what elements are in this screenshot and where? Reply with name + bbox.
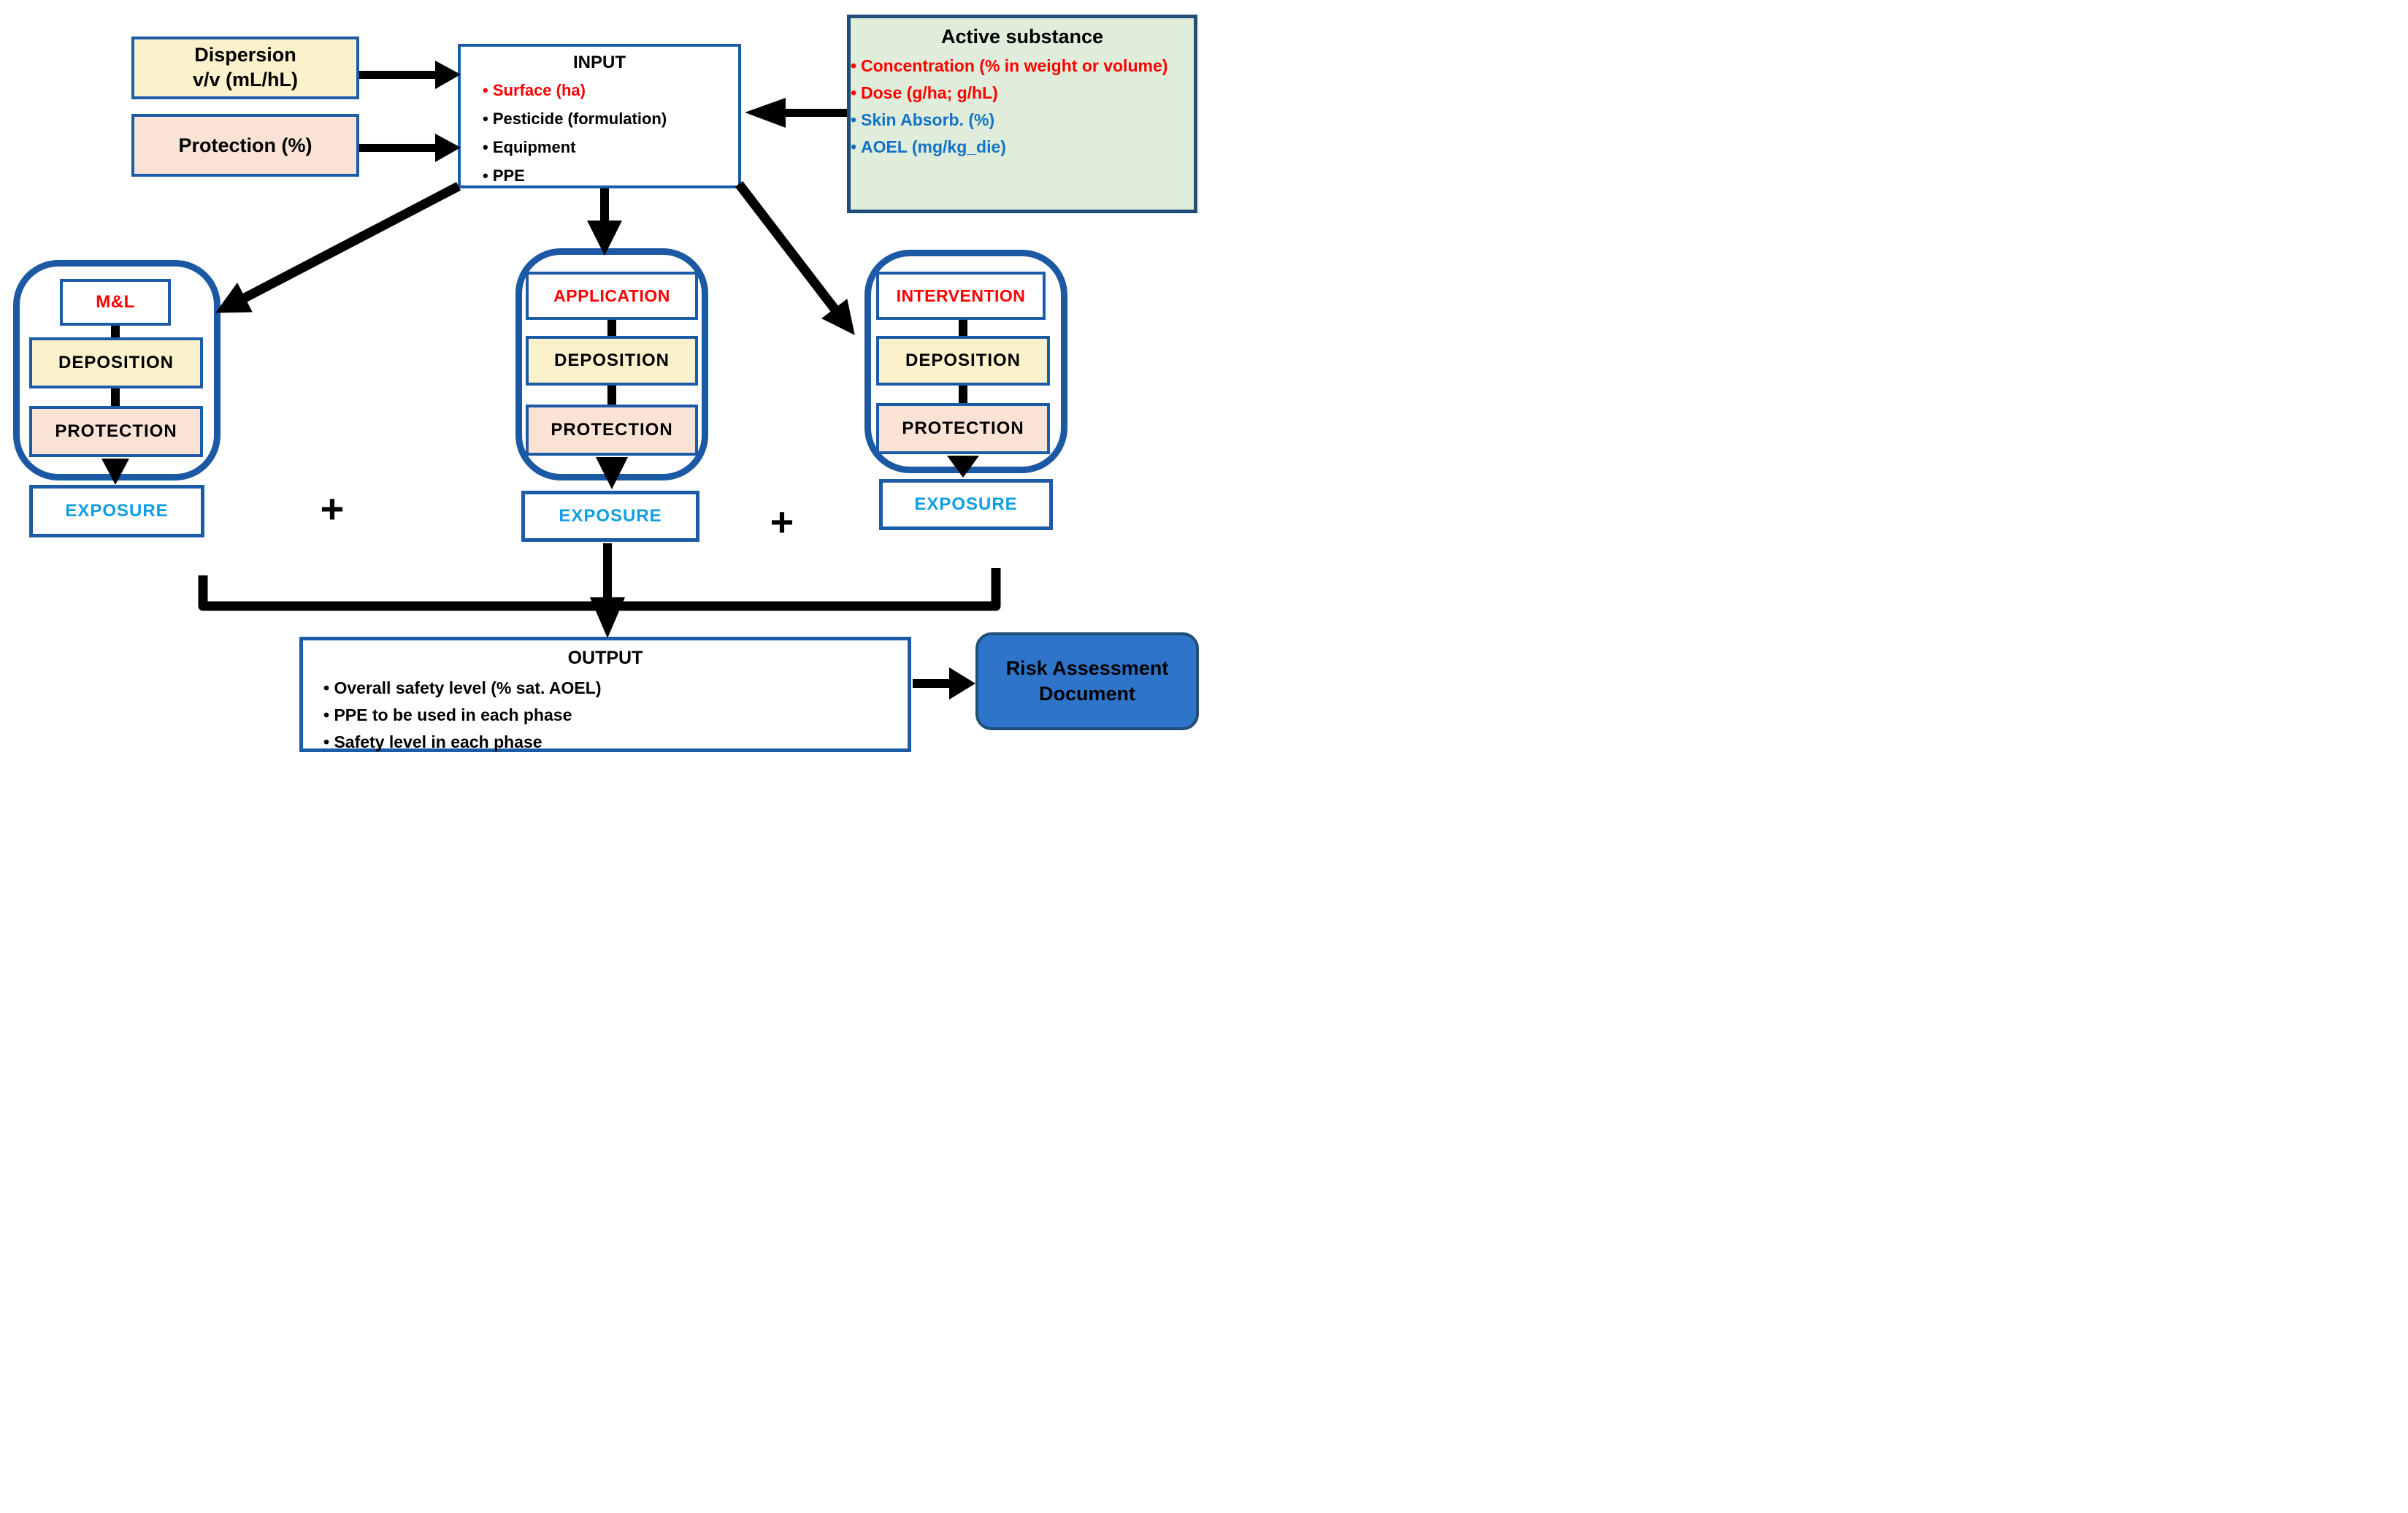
input-item-ppe: • PPE [483,161,667,190]
arrow-protection-to-input [359,134,461,162]
plus-operator-left: + [320,486,345,532]
risk-assessment-flow-diagram: Dispersion v/v (mL/hL) Protection (%) IN… [0,0,1204,756]
active-substance-title: Active substance [940,26,1104,47]
output-item-ppe: • PPE to be used in each phase [323,702,601,729]
deposition-box-intervention: DEPOSITION [876,336,1050,386]
output-box: OUTPUT • Overall safety level (% sat. AO… [299,637,911,752]
exposure-box-application: EXPOSURE [521,491,699,542]
bracket-join-exposures [198,568,1001,611]
active-item-concentration: •Concentration (% in weight or volume) [851,56,1168,75]
phase-title-ml: M&L [60,279,171,326]
phase-title-application: APPLICATION [526,272,698,320]
input-box: INPUT • Surface (ha) • Pesticide (formul… [458,44,741,188]
bullet-icon: • [483,166,493,185]
input-item-equipment: • Equipment [483,133,667,161]
bullet-icon: • [483,81,493,99]
arrow-active-substance-to-input [745,98,847,128]
input-title: INPUT [573,53,626,72]
protection-box-application: PROTECTION [526,405,698,456]
exposure-box-ml: EXPOSURE [29,485,204,537]
active-substance-item-list: •Concentration (% in weight or volume) •… [851,53,1168,161]
exposure-box-intervention: EXPOSURE [879,479,1053,530]
arrow-dispersion-to-input [359,61,461,89]
protection-box-intervention: PROTECTION [876,403,1050,454]
arrow-output-to-risk-document [913,667,975,700]
output-item-phase-safety: • Safety level in each phase [323,729,601,756]
protection-input-box: Protection (%) [131,114,359,177]
bullet-icon: • [483,138,493,156]
plus-operator-right: + [770,499,794,545]
arrow-exposures-to-output [590,543,625,638]
active-item-skin-absorb: • Skin Absorb. (%) [851,110,995,129]
arrow-input-to-intervention [735,181,855,335]
risk-assessment-document-box: Risk Assessment Document [975,632,1199,730]
active-item-dose: •Dose (g/ha; g/hL) [851,83,998,102]
output-item-safety-level: • Overall safety level (% sat. AOEL) [323,675,601,702]
arrow-input-to-application [587,188,622,256]
input-item-pesticide: • Pesticide (formulation) [483,104,667,133]
output-title: OUTPUT [567,648,643,668]
phase-title-intervention: INTERVENTION [876,272,1046,320]
bullet-icon: • [483,110,493,128]
active-substance-box: Active substance •Concentration (% in we… [847,15,1197,213]
input-item-surface: • Surface (ha) [483,76,667,104]
bullet-icon: • [323,705,334,724]
output-item-list: • Overall safety level (% sat. AOEL) • P… [323,675,601,756]
deposition-box-ml: DEPOSITION [29,337,203,388]
active-item-aoel: •AOEL (mg/kg_die) [851,137,1006,156]
input-item-list: • Surface (ha) • Pesticide (formulation)… [483,76,667,190]
protection-box-ml: PROTECTION [29,406,203,457]
bullet-icon: • [323,678,334,697]
arrow-input-to-ml [215,182,461,313]
deposition-box-application: DEPOSITION [526,336,698,386]
dispersion-box: Dispersion v/v (mL/hL) [131,37,359,99]
bullet-icon: • [323,732,334,751]
